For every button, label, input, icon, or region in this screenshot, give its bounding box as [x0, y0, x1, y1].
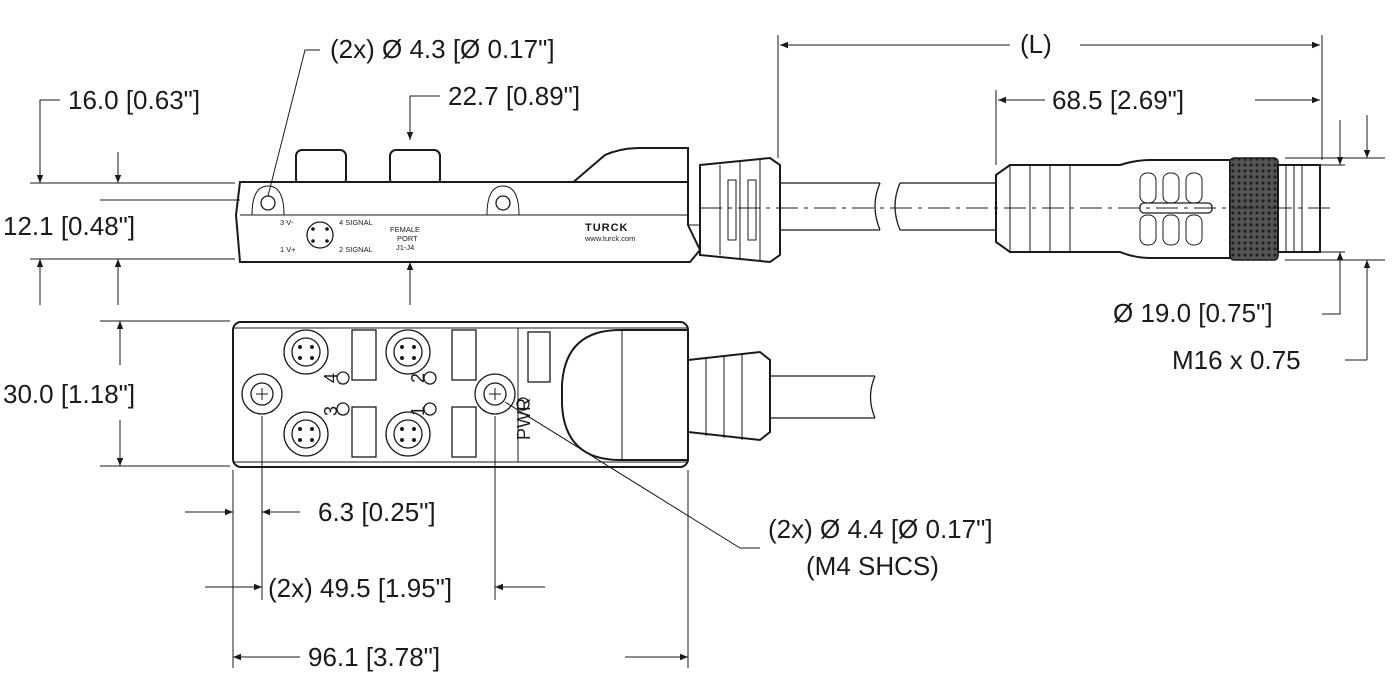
port-4-connector [283, 329, 329, 375]
pin3-label: 3 V- [280, 218, 294, 227]
port-1-connector [385, 411, 431, 457]
side-view: 3 V- 4 SIGNAL 1 V+ 2 SIGNAL FEMALE PORT … [234, 147, 1335, 264]
dim-offset-6: 6.3 [0.25"] [318, 497, 436, 527]
dim-height-12: 12.1 [0.48"] [3, 211, 135, 241]
port-2-label: 2 [408, 373, 428, 383]
dim-mount-hole-bottom: (2x) Ø 4.4 [Ø 0.17"] [768, 514, 993, 544]
port-3-label: 3 [321, 406, 341, 416]
dim-length-96: 96.1 [3.78"] [308, 642, 440, 672]
dim-height-16: 16.0 [0.63"] [68, 85, 200, 115]
port-2-connector [385, 329, 431, 375]
port-1-label: 1 [408, 406, 428, 416]
dimension-lines [30, 35, 1385, 668]
dim-offset-22: 22.7 [0.89"] [448, 81, 580, 111]
dim-thread: M16 x 0.75 [1172, 345, 1301, 375]
dim-connector-68: 68.5 [2.69"] [1052, 85, 1184, 115]
ports-range-label: J1-J4 [396, 243, 414, 252]
dim-length-L: (L) [1020, 29, 1052, 59]
dim-diameter-19: Ø 19.0 [0.75"] [1113, 298, 1273, 328]
pin1-label: 1 V+ [280, 245, 296, 254]
port-4-label: 4 [321, 373, 341, 383]
dim-width-30: 30.0 [1.18"] [3, 379, 135, 409]
website-label: www.turck.com [584, 234, 635, 243]
dim-screw: (M4 SHCS) [806, 551, 939, 581]
dim-spacing-49: (2x) 49.5 [1.95"] [268, 573, 452, 603]
pwr-label: PWR [514, 398, 534, 440]
pin2-label: 2 SIGNAL [339, 245, 373, 254]
brand-logo: TURCK [585, 222, 629, 234]
top-view: 4 2 3 1 PWR [232, 321, 876, 468]
pin4-label: 4 SIGNAL [339, 218, 373, 227]
dim-mount-hole-top: (2x) Ø 4.3 [Ø 0.17"] [330, 34, 555, 64]
dimension-labels: (2x) Ø 4.3 [Ø 0.17"] 16.0 [0.63"] 22.7 [… [3, 29, 1301, 672]
port-label: PORT [397, 234, 418, 243]
port-3-connector [283, 411, 329, 457]
female-label: FEMALE [390, 225, 420, 234]
